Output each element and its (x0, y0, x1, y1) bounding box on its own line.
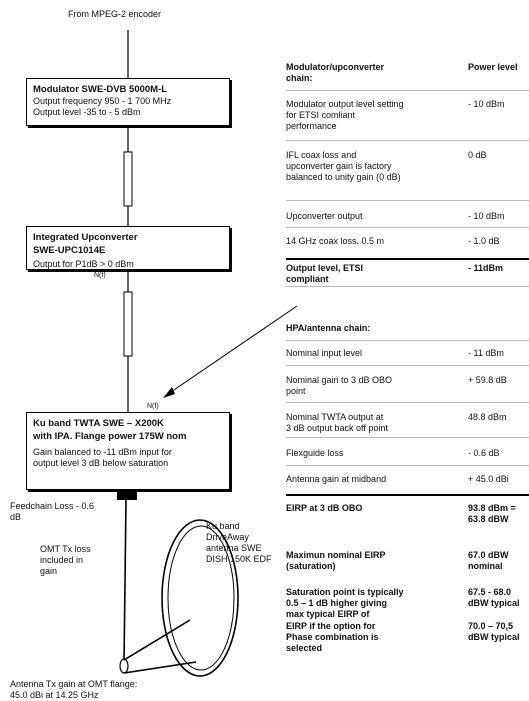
antenna-dish (161, 519, 239, 677)
omt-feed (119, 658, 129, 674)
encoder-source-label: From MPEG-2 encoder (68, 9, 162, 19)
twta-details: Gain balanced to -11 dBm input for outpu… (33, 447, 172, 468)
row-label: Saturation point is typically 0.5 – 1 dB… (286, 587, 404, 619)
row-value: + 45.0 dBi (468, 474, 509, 484)
omt-loss-label: OMT Tx loss included in gain (40, 544, 91, 576)
pointer-arrow-line (167, 305, 298, 395)
twta-flange (117, 490, 137, 500)
row-label: EIRP if the option for Phase combination… (286, 621, 379, 653)
table-header-value: Power level (468, 62, 518, 72)
upconverter-title: Integrated Upconverter SWE-UPC1014E (33, 232, 138, 256)
row-label: Nominal gain to 3 dB OBO point (286, 375, 393, 396)
row-label: Flexguide loss (286, 448, 344, 458)
row-label: Modulator output level setting for ETSI … (286, 99, 404, 131)
antenna-gain-note: Antenna Tx gain at OMT flange: 45.0 dBi … (10, 679, 138, 700)
modulator-box: Modulator SWE-DVB 5000M-L Output frequen… (26, 78, 230, 126)
twta-title: Ku band TWTA SWE – X200K with IPA. Flang… (33, 418, 187, 442)
upconverter-box: Integrated Upconverter SWE-UPC1014E Outp… (26, 226, 230, 270)
feedchain-loss-label: Feedchain Loss - 0.6 dB (10, 501, 95, 522)
row-value: - 10 dBm (468, 99, 505, 109)
row-value: 67.0 dBW nominal (468, 550, 509, 571)
row-label: Nominal input level (286, 348, 363, 358)
row-label: EIRP at 3 dB OBO (286, 503, 363, 513)
connector-label-upper: N(f) (94, 272, 106, 279)
row-label: Nominal TWTA output at 3 dB output back … (286, 412, 388, 433)
antenna-dish-inner (167, 525, 235, 671)
row-value: 93.8 dBm = 63.8 dBW (468, 503, 516, 524)
antenna-support-arm-2 (123, 661, 197, 674)
hpa-header-label: HPA/antenna chain: (286, 323, 371, 333)
antenna-support-arm-1 (123, 619, 191, 661)
feed-waveguide-line (123, 499, 127, 665)
row-value: - 11dBm (468, 263, 504, 273)
table-header-label: Modulator/upconverter chain: (286, 62, 385, 83)
row-value: + 59.8 dB (468, 375, 507, 385)
row-value: 48.8 dBm (468, 412, 507, 422)
upconverter-details: Output for P1dB > 0 dBm (33, 259, 134, 269)
ifl-cable (123, 151, 133, 207)
row-value: - 0.6 dB (468, 448, 500, 458)
row-label: Maximun nominal EIRP (saturation) (286, 550, 386, 571)
row-value: 0 dB (468, 150, 487, 160)
pointer-arrow-head (163, 387, 175, 398)
row-label: 14 GHz coax loss, 0.5 m (286, 236, 385, 246)
twta-box: Ku band TWTA SWE – X200K with IPA. Flang… (26, 412, 230, 490)
modulator-title: Modulator SWE-DVB 5000M-L (33, 84, 168, 95)
row-label: Upconverter output (286, 211, 363, 221)
row-label: Antenna gain at midband (286, 474, 387, 484)
modulator-details: Output frequency 950 - 1 700 MHz Output … (33, 96, 172, 117)
row-value: - 10 dBm (468, 211, 505, 221)
row-label: Output level, ETSI compliant (286, 263, 364, 284)
row-label: IFL coax loss and upconverter gain is fa… (286, 150, 401, 182)
row-value: - 1.0 dB (468, 236, 500, 246)
row-value: 67.5 - 68.0 dBW typical (468, 587, 520, 608)
row-value: 70.0 – 70,5 dBW typical (468, 621, 520, 642)
coax-cable (123, 291, 133, 357)
antenna-label: Ku band DriveAway antenna SWE DISH 150K … (206, 521, 272, 564)
connector-label-lower: N(f) (147, 403, 159, 410)
row-value: - 11 dBm (468, 348, 504, 358)
